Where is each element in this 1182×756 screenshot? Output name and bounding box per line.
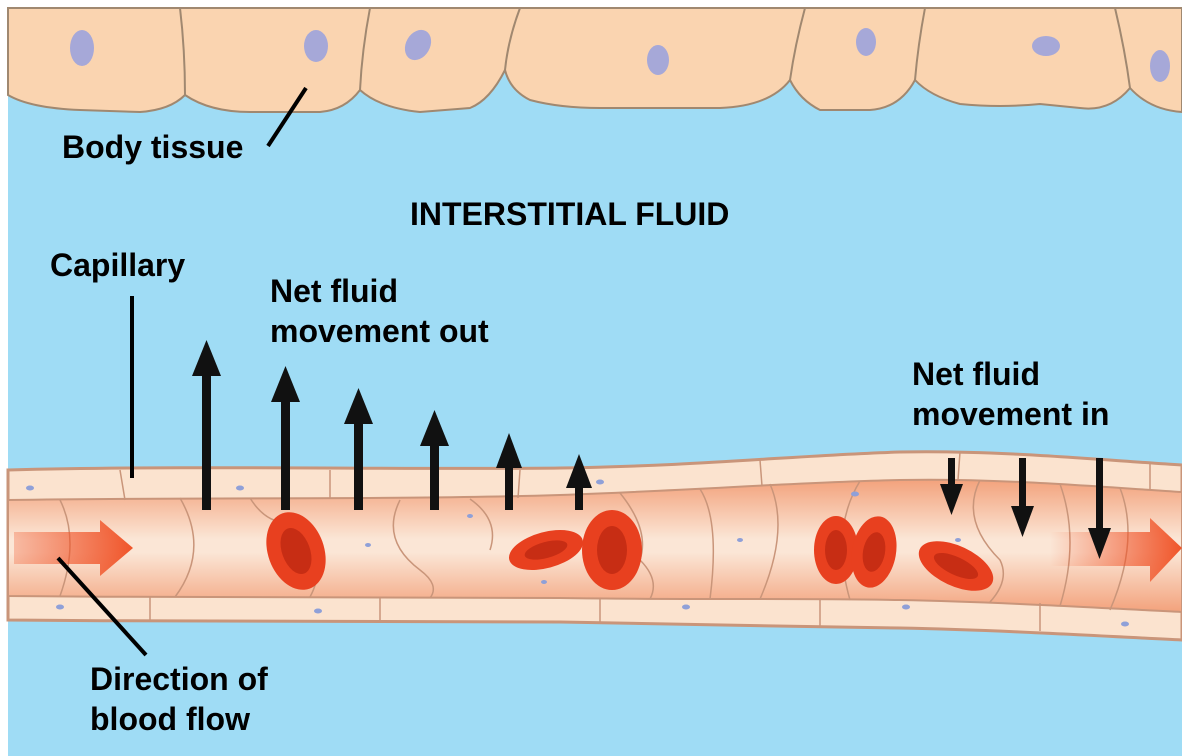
interstitial-fluid-label: INTERSTITIAL FLUID (410, 196, 729, 232)
net-in-label-line2: movement in (912, 396, 1109, 432)
red-blood-cell (814, 516, 858, 584)
direction-label-line2: blood flow (90, 701, 250, 737)
net-out-label-line1: Net fluid (270, 273, 398, 309)
body-tissue-label: Body tissue (62, 129, 243, 165)
body-tissue (8, 8, 1182, 112)
capillary-label: Capillary (50, 247, 185, 283)
direction-label-line1: Direction of (90, 661, 268, 697)
net-in-label-line1: Net fluid (912, 356, 1040, 392)
red-blood-cell (582, 510, 642, 590)
net-out-label-line2: movement out (270, 313, 489, 349)
